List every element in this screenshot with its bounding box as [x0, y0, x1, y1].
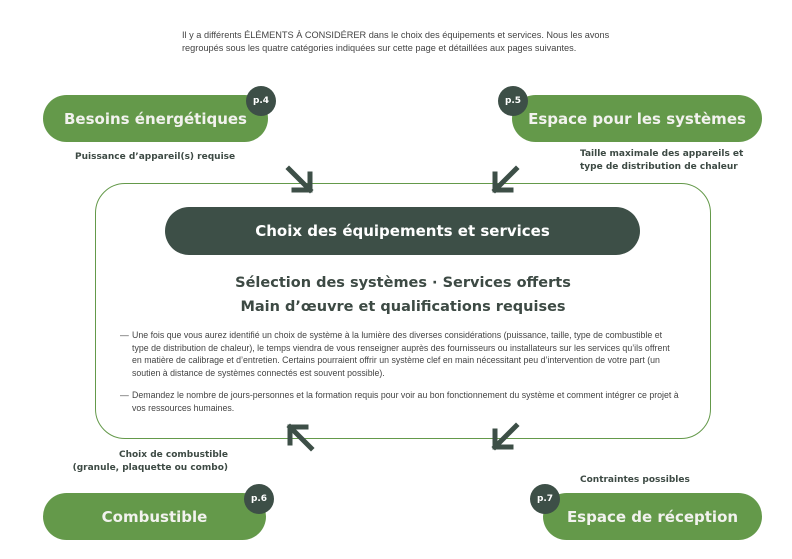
category-combustible: Combustible [43, 493, 266, 540]
paragraph-text: Demandez le nombre de jours-personnes et… [132, 390, 679, 413]
category-espace-systemes: Espace pour les systèmes [512, 95, 762, 142]
intro-text: Il y a différents ÉLÉMENTS À CONSIDÉRER … [182, 30, 610, 53]
category-espace-reception: Espace de réception [543, 493, 762, 540]
paragraph-2: —Demandez le nombre de jours-personnes e… [120, 389, 680, 414]
paragraph-1: —Une fois que vous aurez identifié un ch… [120, 329, 680, 379]
page-badge: p.7 [530, 484, 560, 514]
dash: — [120, 390, 129, 400]
arrow-down-right-icon [285, 165, 314, 194]
category-besoins-energetiques: Besoins énergétiques [43, 95, 268, 142]
center-subtitle-2: Main d’œuvre et qualifications requises [240, 299, 566, 315]
category-note: Taille maximale des appareils et type de… [580, 149, 744, 172]
center-title: Choix des équipements et services [165, 207, 640, 255]
category-note: Contraintes possibles [580, 475, 690, 485]
arrow-down-left-icon [491, 165, 520, 194]
category-note: Choix de combustible (granule, plaquette… [72, 450, 228, 473]
page-badge: p.4 [246, 86, 276, 116]
center-subtitle-1: Sélection des systèmes · Services offert… [235, 275, 571, 291]
page-badge: p.6 [244, 484, 274, 514]
paragraph-text: Une fois que vous aurez identifié un cho… [132, 330, 670, 378]
category-note: Puissance d’appareil(s) requise [75, 152, 236, 162]
page-badge: p.5 [498, 86, 528, 116]
arrow-up-left-icon [286, 423, 315, 452]
dash: — [120, 330, 129, 340]
arrow-up-right-icon [491, 422, 520, 451]
